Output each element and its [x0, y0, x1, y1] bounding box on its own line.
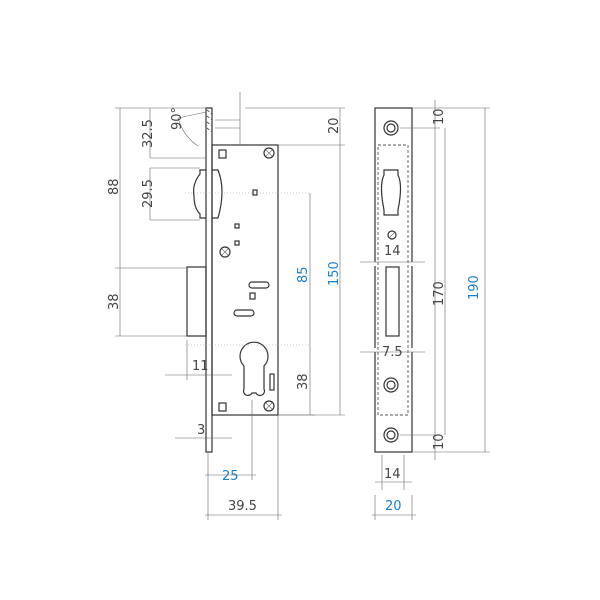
follower-square	[252, 189, 258, 196]
dim-32-5: 32.5	[141, 119, 156, 148]
case-square-bottom	[218, 402, 227, 412]
dim-7-5: 7.5	[382, 345, 403, 360]
dim-20-width: 20	[385, 499, 402, 514]
dim-88: 88	[107, 178, 122, 195]
dim-29-5: 29.5	[141, 179, 156, 208]
screw-icon	[219, 246, 231, 258]
lock-dimensions: 90° 32.5 88 29.5 38 11 3 25 39.5 20 85 1…	[107, 92, 345, 520]
dim-angle: 90°	[170, 107, 185, 130]
screw-icon	[263, 400, 275, 412]
faceplate	[205, 107, 213, 453]
dim-14-latch: 14	[384, 244, 401, 259]
bolt-slot	[385, 266, 400, 337]
dim-14-bottom: 14	[384, 467, 401, 482]
screw-icon	[387, 230, 397, 240]
case-square-top	[218, 149, 227, 159]
dim-38-bolt: 38	[107, 293, 122, 310]
lock-case	[211, 144, 279, 416]
cylinder-hole	[239, 341, 269, 397]
dim-10-top: 10	[432, 108, 447, 125]
dim-85: 85	[296, 266, 311, 283]
dim-20: 20	[327, 117, 342, 134]
latch-opening	[380, 169, 402, 216]
latch-bolt	[193, 169, 223, 219]
dim-38-cyl: 38	[296, 373, 311, 390]
dim-150: 150	[327, 261, 342, 286]
deadbolt	[186, 266, 207, 337]
dim-11: 11	[192, 359, 209, 374]
dim-170: 170	[432, 281, 447, 306]
dim-3: 3	[197, 423, 205, 438]
dim-10-bottom: 10	[432, 433, 447, 450]
dim-25: 25	[222, 469, 239, 484]
screw-icon	[263, 147, 275, 159]
strike-plate	[370, 107, 420, 453]
strike-dimensions: 10 14 170 190 7.5 10 14 20	[360, 100, 490, 520]
dim-39-5: 39.5	[228, 499, 257, 514]
dim-190: 190	[467, 275, 482, 300]
mortise-lock	[185, 107, 310, 453]
